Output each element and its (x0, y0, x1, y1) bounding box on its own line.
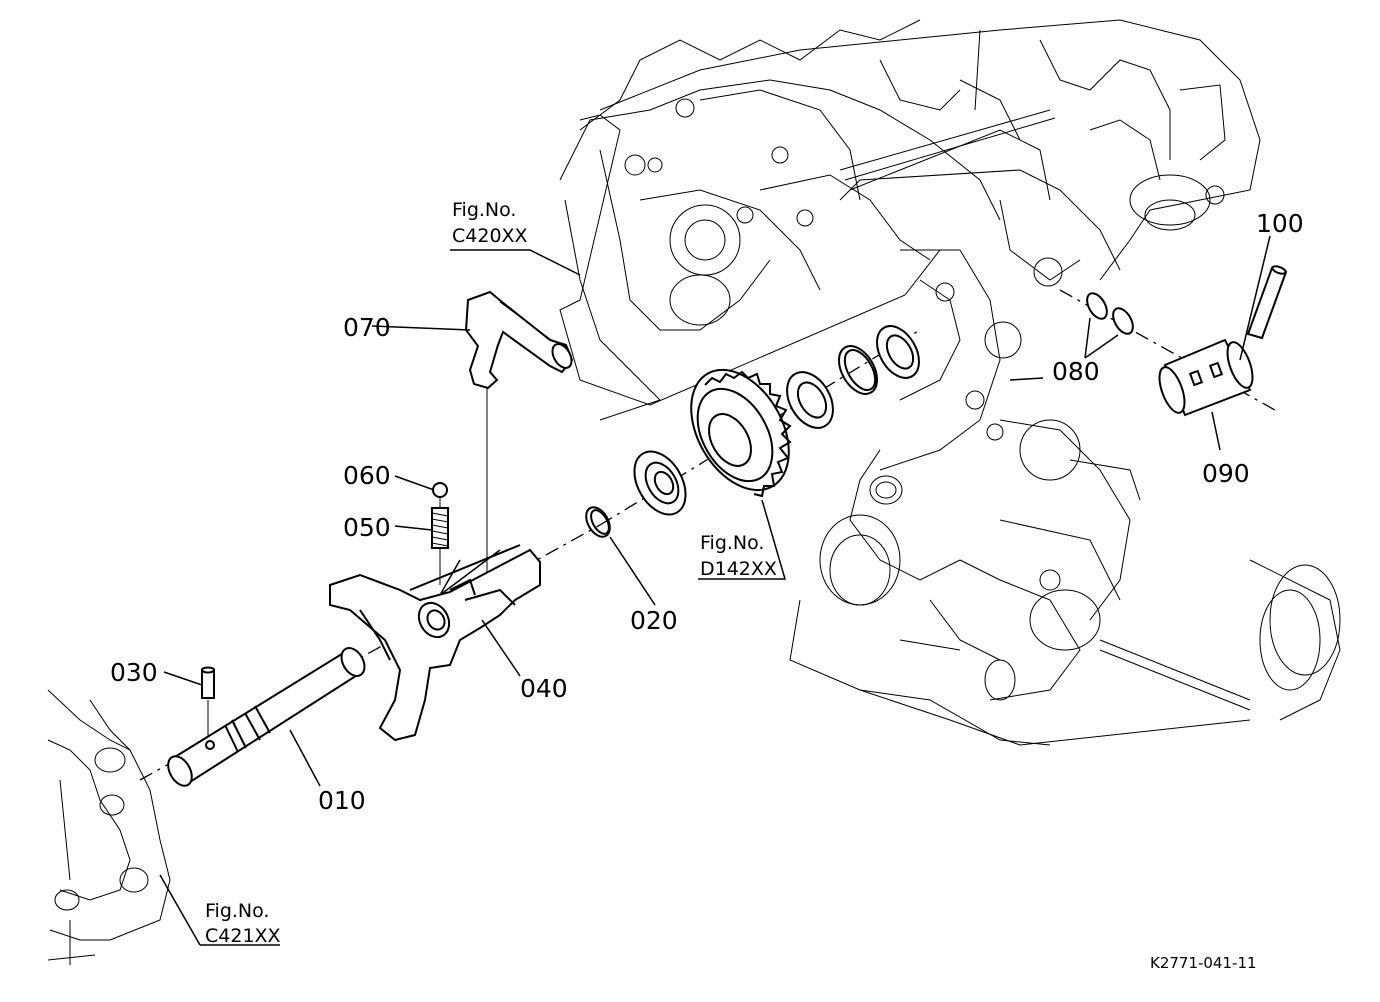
part-010-shift-rod (167, 647, 366, 787)
label-050: 050 (343, 513, 391, 542)
label-070: 070 (343, 313, 391, 342)
label-100: 100 (1256, 209, 1304, 238)
label-090: 090 (1202, 459, 1250, 488)
fig-ref-d142-line2: D142XX (700, 558, 777, 580)
part-100-pin (1246, 265, 1288, 340)
gear-assembly (690, 368, 792, 498)
label-020: 020 (630, 606, 678, 635)
bearing-left (633, 450, 687, 516)
part-080-o-ring-1 (1086, 292, 1108, 320)
bearing-right (786, 371, 834, 429)
part-050-spring (431, 507, 449, 549)
transmission-housing (559, 19, 1341, 746)
fig-ref-c420-line2: C420XX (452, 225, 528, 247)
part-020-circlip (585, 506, 611, 538)
label-080: 080 (1052, 357, 1100, 386)
leader-lines (159, 235, 1271, 946)
fig-ref-c421-line2: C421XX (205, 925, 281, 947)
label-030: 030 (110, 658, 158, 687)
fig-ref-c420-line1: Fig.No. (452, 199, 516, 221)
fig-ref-d142-line1: Fig.No. (700, 532, 764, 554)
part-030-pin (201, 666, 215, 699)
part-060-ball (432, 482, 448, 498)
left-housing (47, 689, 171, 965)
part-040-shift-fork (329, 544, 541, 742)
label-060: 060 (343, 461, 391, 490)
part-080-o-ring-2 (1112, 307, 1134, 335)
part-070-shift-arm (464, 290, 574, 390)
label-010: 010 (318, 786, 366, 815)
part-090-collar (1158, 338, 1254, 417)
snap-ring (838, 345, 878, 395)
label-040: 040 (520, 674, 568, 703)
bearing-far (876, 325, 920, 379)
drawing-code: K2771-041-11 (1150, 954, 1257, 972)
housing-plate-outline (559, 114, 941, 406)
fig-ref-c421-line1: Fig.No. (205, 900, 269, 922)
